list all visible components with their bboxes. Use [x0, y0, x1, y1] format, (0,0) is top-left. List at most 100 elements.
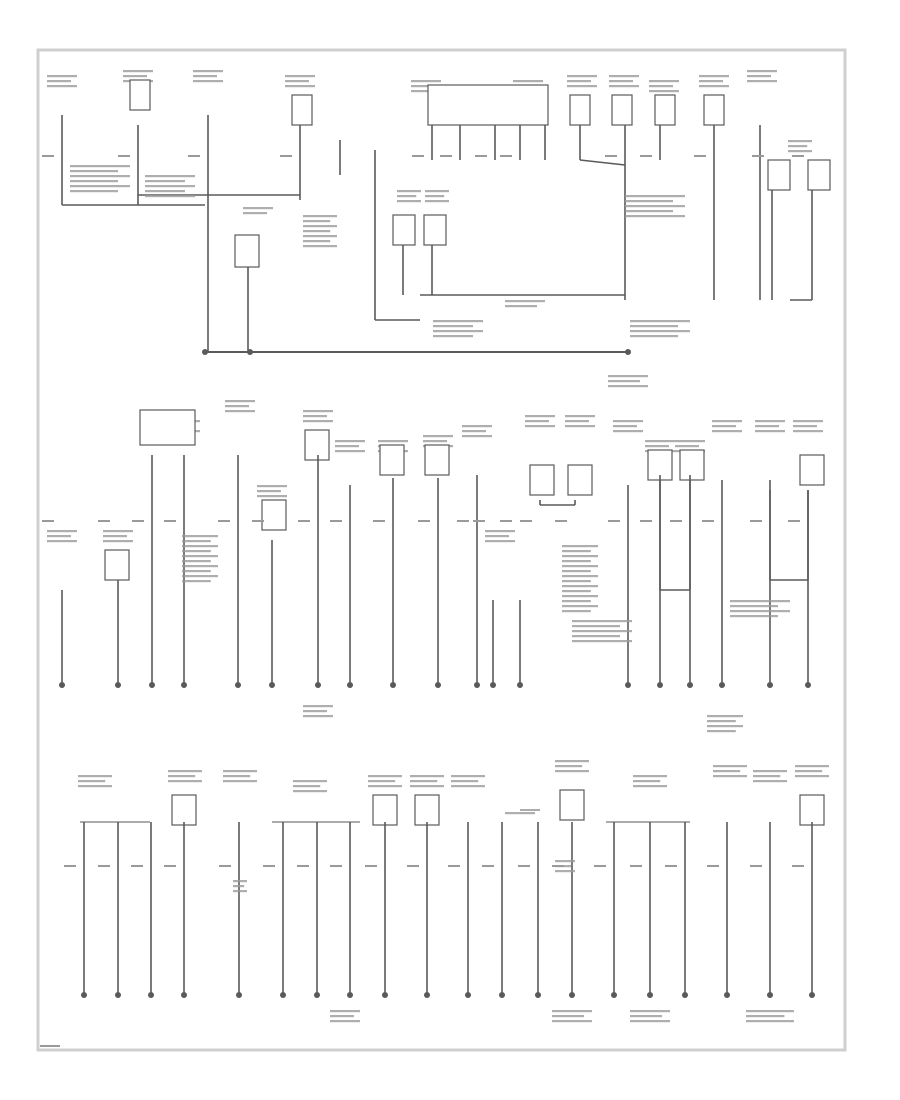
label-text-block — [285, 80, 309, 83]
label-text-block — [562, 555, 598, 558]
label-text-block — [795, 765, 829, 768]
label-text-block — [572, 625, 620, 628]
ground-point — [435, 682, 441, 688]
wire-label-block — [552, 865, 564, 867]
label-text-block — [747, 70, 777, 73]
ground-point — [719, 682, 725, 688]
label-text-block — [746, 1010, 794, 1013]
wire-label-block — [280, 155, 292, 157]
diagram-border — [36, 48, 847, 1052]
label-text-block — [525, 415, 555, 418]
label-text-block — [613, 425, 637, 428]
label-text-block — [433, 320, 483, 323]
label-text-block — [746, 1015, 785, 1018]
label-text-block — [707, 715, 743, 718]
label-text-block — [633, 780, 661, 783]
label-text-block — [572, 620, 632, 623]
label-text-block — [70, 175, 130, 178]
wire-label-block — [98, 520, 110, 522]
label-text-block — [47, 530, 77, 533]
wire-label-block — [407, 865, 419, 867]
wire-label-block — [750, 865, 762, 867]
label-text-block — [485, 540, 515, 543]
label-text-block — [562, 595, 598, 598]
component-box — [559, 789, 585, 821]
label-text-block — [182, 565, 218, 568]
wire-label-block — [500, 155, 512, 157]
wire-label-block — [412, 155, 424, 157]
label-text-block — [562, 605, 598, 608]
wire-label-block — [707, 865, 719, 867]
label-text-block — [562, 545, 598, 548]
ground-point — [269, 682, 275, 688]
label-text-block — [608, 375, 648, 378]
ground-point — [474, 682, 480, 688]
label-text-block — [425, 190, 449, 193]
label-text-block — [233, 880, 247, 883]
wire-label-block — [132, 520, 144, 522]
component-box — [234, 234, 260, 268]
label-text-block — [397, 200, 421, 203]
label-text-block — [795, 775, 829, 778]
ground-point — [687, 682, 693, 688]
wire-label-block — [482, 865, 494, 867]
label-text-block — [712, 430, 742, 433]
component-box — [423, 214, 447, 246]
label-text-block — [47, 535, 71, 538]
label-text-block — [788, 140, 812, 143]
label-text-block — [755, 420, 785, 423]
ground-point — [181, 682, 187, 688]
wire-label-block — [330, 865, 342, 867]
label-text-block — [608, 385, 648, 388]
label-text-block — [257, 490, 281, 493]
label-text-block — [793, 420, 823, 423]
ground-point — [59, 682, 65, 688]
label-text-block — [565, 420, 589, 423]
label-text-block — [410, 780, 438, 783]
ground-point — [347, 992, 353, 998]
ground-point — [314, 992, 320, 998]
wire-label-block — [594, 865, 606, 867]
label-text-block — [562, 600, 591, 603]
label-text-block — [753, 775, 781, 778]
wire-label-block — [752, 155, 764, 157]
ground-point — [767, 682, 773, 688]
label-text-block — [572, 630, 632, 633]
label-text-block — [182, 580, 211, 583]
label-text-block — [613, 430, 643, 433]
ground-point — [569, 992, 575, 998]
label-text-block — [303, 230, 331, 233]
label-text-block — [712, 425, 736, 428]
label-text-block — [613, 420, 643, 423]
component-box — [799, 794, 825, 826]
wire-label-block — [42, 520, 54, 522]
wire-label-block — [188, 155, 200, 157]
label-text-block — [675, 445, 699, 448]
label-text-block — [293, 785, 321, 788]
label-text-block — [451, 780, 479, 783]
label-text-block — [630, 325, 678, 328]
label-text-block — [525, 425, 555, 428]
wire-label-block — [520, 520, 532, 522]
label-text-block — [753, 770, 787, 773]
label-text-block — [525, 420, 549, 423]
label-text-block — [730, 610, 790, 613]
component-box — [427, 84, 549, 126]
label-text-block — [746, 1020, 794, 1023]
label-text-block — [285, 85, 315, 88]
label-text-block — [555, 860, 575, 863]
wire-label-block — [440, 155, 452, 157]
label-text-block — [410, 775, 444, 778]
label-text-block — [70, 185, 130, 188]
label-text-block — [552, 1020, 592, 1023]
figure-number-block — [40, 1045, 60, 1047]
ground-point — [625, 682, 631, 688]
label-text-block — [123, 75, 147, 78]
component-box — [129, 79, 151, 111]
label-text-block — [567, 80, 591, 83]
label-text-block — [303, 215, 337, 218]
label-text-block — [293, 790, 327, 793]
label-text-block — [555, 870, 575, 873]
label-text-block — [633, 785, 667, 788]
label-text-block — [303, 420, 333, 423]
